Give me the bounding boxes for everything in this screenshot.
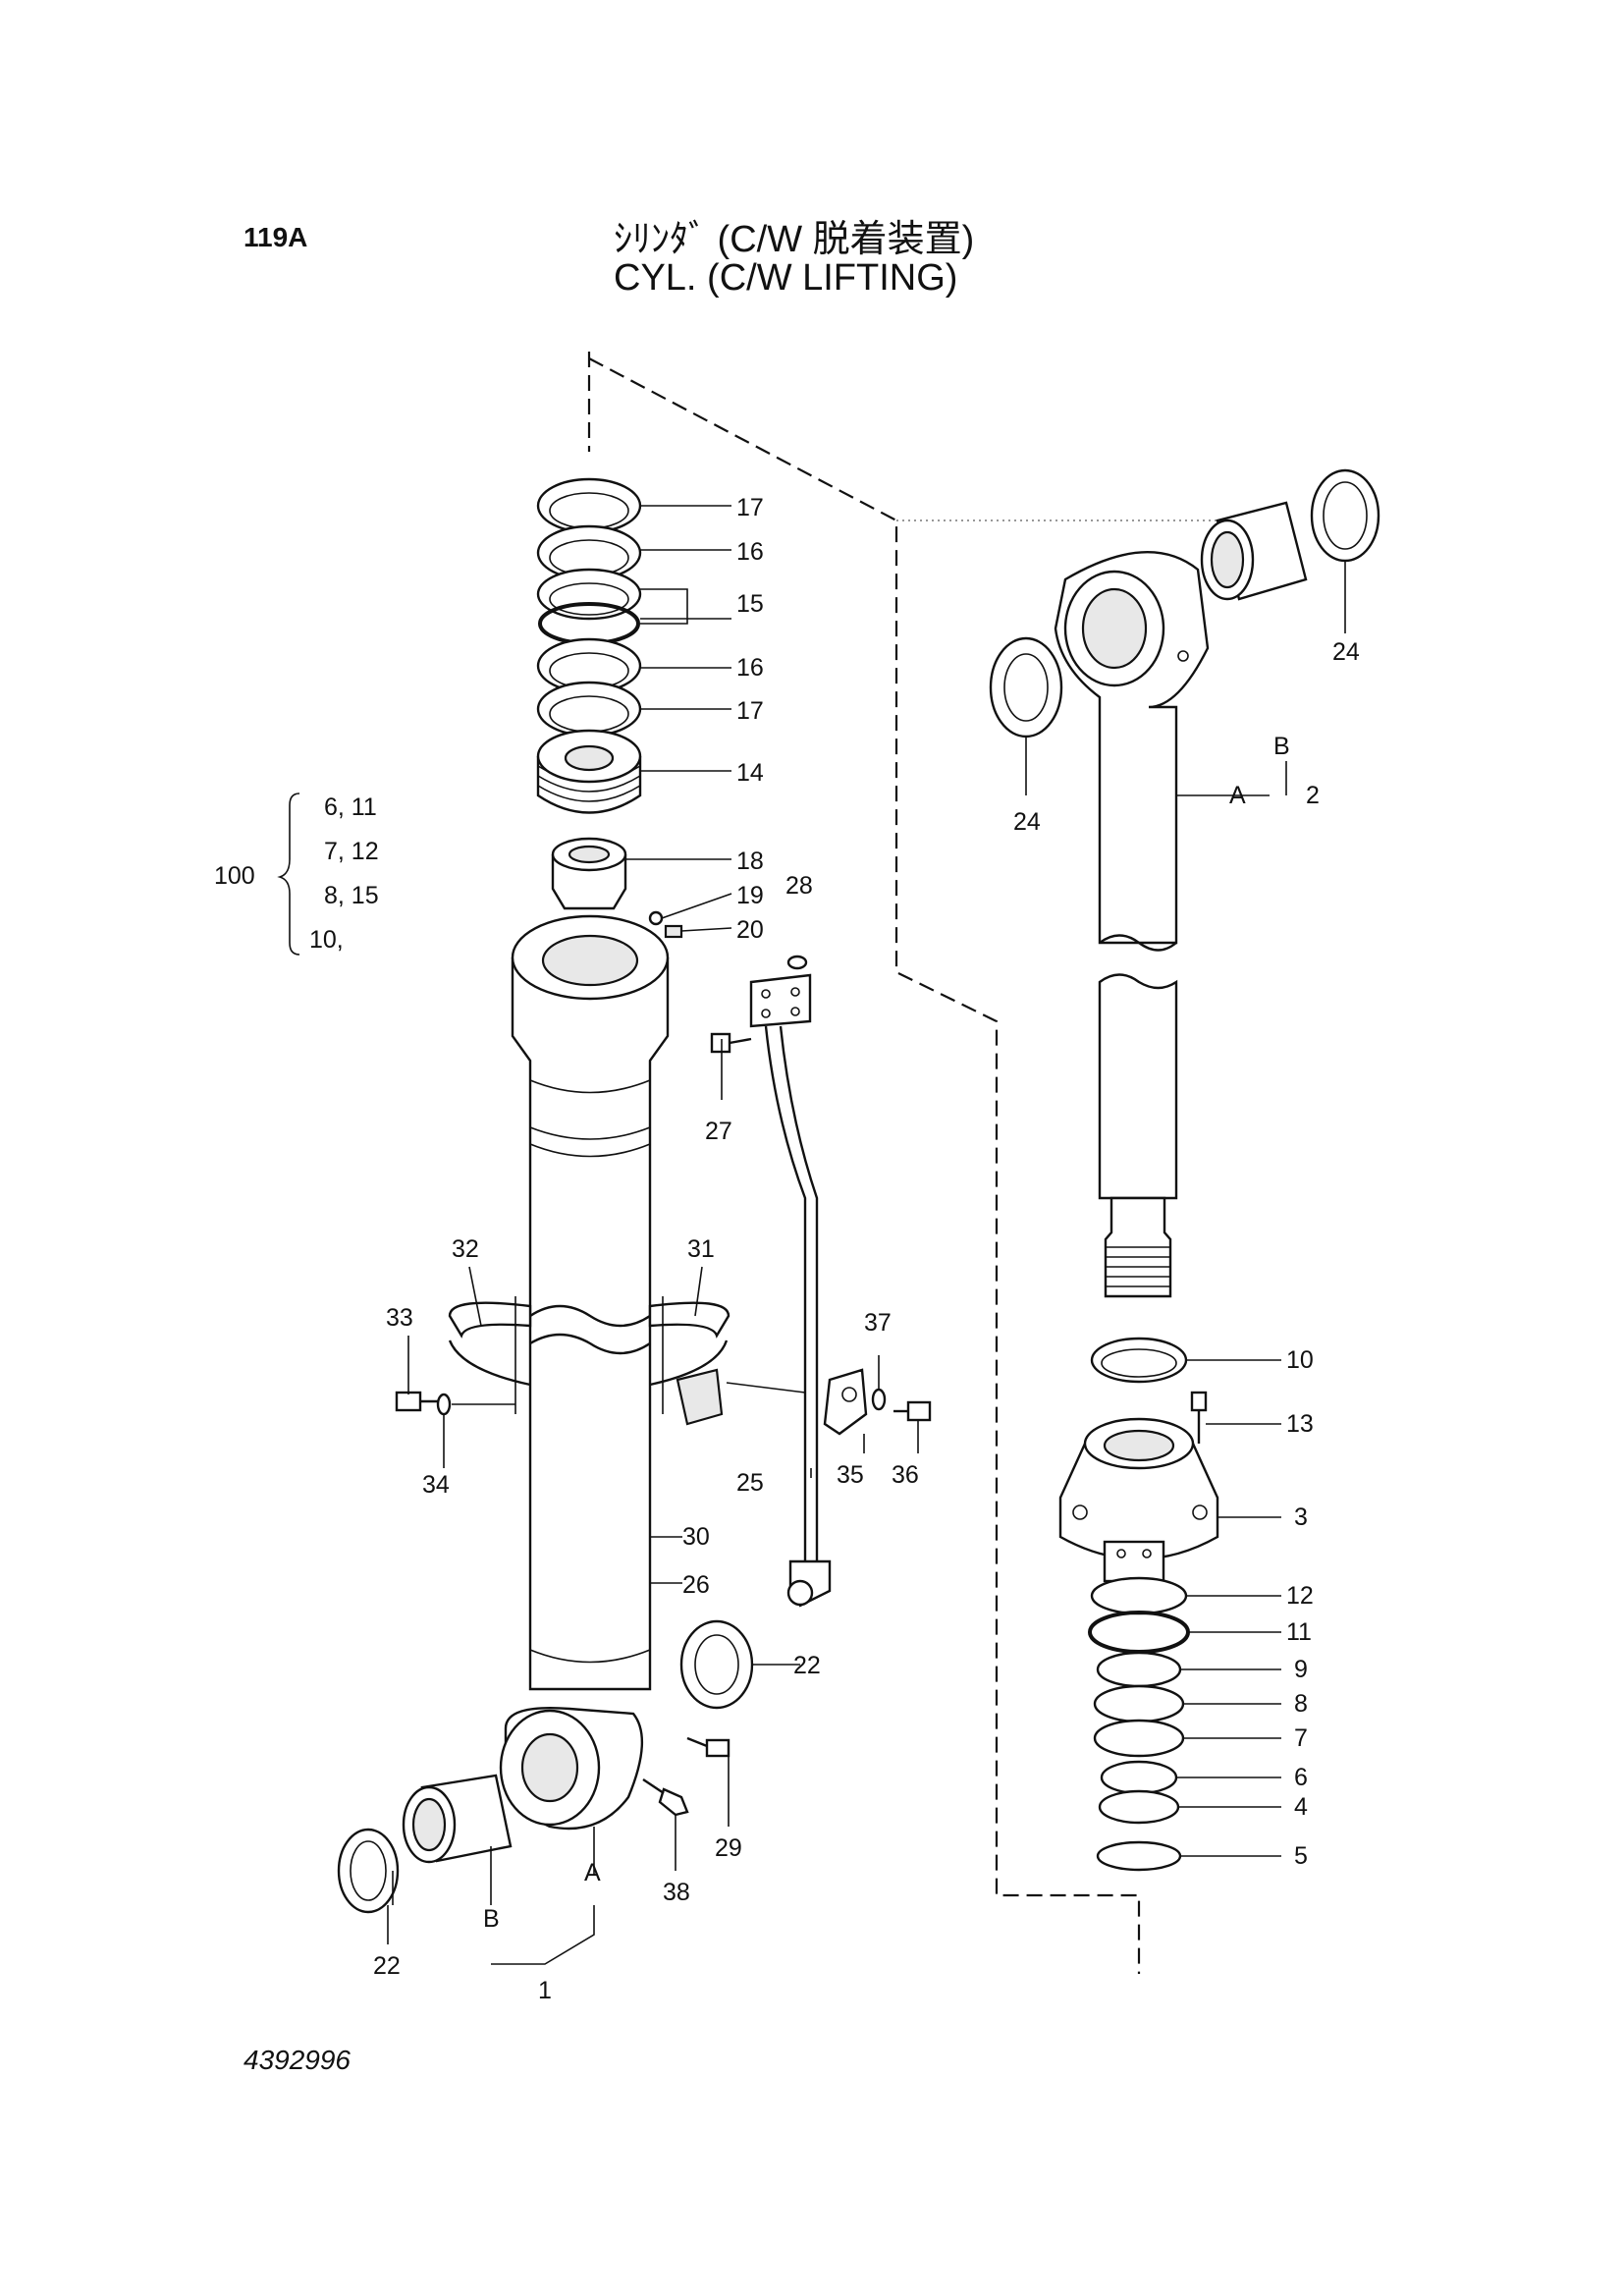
callout-31: 31 bbox=[687, 1235, 715, 1263]
kit-brace bbox=[277, 793, 300, 956]
callout-30: 30 bbox=[682, 1523, 710, 1551]
kit-row-3: 8, 15 bbox=[324, 882, 379, 909]
drawing-number: 4392996 bbox=[243, 2045, 352, 2075]
callout-25: 25 bbox=[736, 1469, 764, 1497]
callout-22: 22 bbox=[373, 1952, 401, 1980]
bolt-29 bbox=[686, 1736, 730, 1758]
callout-16: 16 bbox=[736, 538, 764, 566]
pipe-25 bbox=[749, 973, 832, 1608]
ball-19 bbox=[648, 910, 664, 926]
callout-4: 4 bbox=[1294, 1793, 1308, 1821]
callout-17: 17 bbox=[736, 697, 764, 725]
bolt-36 bbox=[893, 1400, 932, 1422]
callout-16: 16 bbox=[736, 654, 764, 682]
callout-15: 15 bbox=[736, 590, 764, 618]
leader-lines bbox=[387, 505, 1346, 1965]
callout-7: 7 bbox=[1294, 1724, 1308, 1752]
callout-12: 12 bbox=[1286, 1582, 1314, 1610]
page-number: 119A bbox=[243, 222, 308, 252]
callout-3: 3 bbox=[1294, 1503, 1308, 1531]
bolt-13 bbox=[1190, 1391, 1208, 1444]
callout-20: 20 bbox=[736, 916, 764, 944]
cylinder-head-3 bbox=[1058, 1417, 1219, 1583]
block-35 bbox=[823, 1368, 868, 1436]
callout-29: 29 bbox=[715, 1834, 742, 1862]
callout-A: A bbox=[1229, 782, 1246, 809]
cylinder-tube-1 bbox=[499, 914, 670, 1831]
callout-5: 5 bbox=[1294, 1842, 1308, 1870]
kit-row-4: 10, bbox=[309, 926, 344, 954]
grease-nipple-38 bbox=[642, 1778, 689, 1817]
callout-1: 1 bbox=[538, 1977, 552, 2004]
seal-22-left bbox=[337, 1828, 400, 1914]
bushing-b-left bbox=[402, 1774, 513, 1864]
callout-28: 28 bbox=[785, 872, 813, 900]
oring-37 bbox=[871, 1388, 887, 1411]
ring-17-top bbox=[536, 477, 642, 534]
callout-B: B bbox=[1273, 733, 1290, 760]
callout-32: 32 bbox=[452, 1235, 479, 1263]
oring-28 bbox=[786, 955, 808, 970]
kit-row-2: 7, 12 bbox=[324, 838, 379, 865]
setscrew-20 bbox=[664, 924, 683, 939]
callout-26: 26 bbox=[682, 1571, 710, 1599]
title-japanese: ｼﾘﾝﾀﾞ (C/W 脱着装置) bbox=[614, 219, 975, 260]
seal-24-left bbox=[989, 636, 1063, 738]
callout-10: 10 bbox=[1286, 1346, 1314, 1374]
callout-labels: 17 16 15 16 17 14 18 19 20 28 27 32 31 3… bbox=[373, 494, 1360, 2004]
callout-33: 33 bbox=[386, 1304, 413, 1332]
bolt-33 bbox=[395, 1391, 440, 1412]
seal-24-top bbox=[1310, 468, 1380, 563]
kit-number: 100 bbox=[214, 862, 255, 890]
callout-24: 24 bbox=[1013, 808, 1041, 836]
seal-22-right bbox=[679, 1619, 754, 1710]
callout-9: 9 bbox=[1294, 1656, 1308, 1683]
seal-stack-right bbox=[1088, 1576, 1190, 1872]
assembly-guide-line bbox=[588, 357, 1141, 1974]
callout-A: A bbox=[584, 1859, 601, 1886]
oring-10 bbox=[1090, 1337, 1188, 1384]
callout-11: 11 bbox=[1286, 1618, 1312, 1646]
callout-37: 37 bbox=[864, 1309, 892, 1337]
piston-rod-2 bbox=[1054, 551, 1210, 1298]
washer-34 bbox=[436, 1393, 452, 1416]
callout-35: 35 bbox=[837, 1461, 864, 1489]
callout-34: 34 bbox=[422, 1471, 450, 1499]
callout-14: 14 bbox=[736, 759, 764, 787]
leader bbox=[726, 1382, 806, 1394]
callout-24: 24 bbox=[1332, 638, 1360, 666]
callout-17: 17 bbox=[736, 494, 764, 521]
callout-27: 27 bbox=[705, 1118, 732, 1145]
callout-19: 19 bbox=[736, 882, 764, 909]
threaded-nut-14 bbox=[536, 729, 642, 814]
callout-2: 2 bbox=[1306, 782, 1320, 809]
callout-8: 8 bbox=[1294, 1690, 1308, 1718]
ring-17-bottom bbox=[536, 681, 642, 738]
callout-36: 36 bbox=[892, 1461, 919, 1489]
gland-18 bbox=[551, 837, 627, 910]
callout-B: B bbox=[483, 1905, 500, 1933]
callout-18: 18 bbox=[736, 847, 764, 875]
kit-row-1: 6, 11 bbox=[324, 793, 377, 821]
bolt-27 bbox=[710, 1032, 752, 1054]
callout-6: 6 bbox=[1294, 1764, 1308, 1791]
callout-38: 38 bbox=[663, 1879, 690, 1906]
callout-13: 13 bbox=[1286, 1410, 1314, 1438]
title-english: CYL. (C/W LIFTING) bbox=[614, 257, 958, 299]
callout-22: 22 bbox=[793, 1652, 821, 1679]
bushing-b-right bbox=[1200, 501, 1308, 601]
clamp-band-32-31 bbox=[448, 1296, 730, 1426]
seal-15 bbox=[536, 568, 642, 645]
